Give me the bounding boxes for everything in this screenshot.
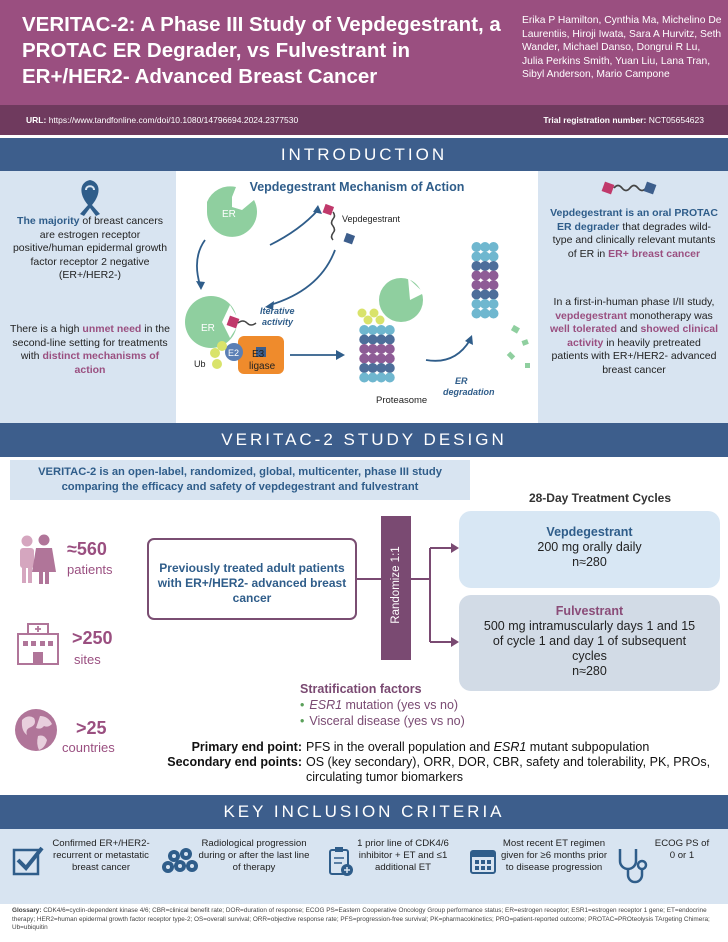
arm1-dose: 200 mg orally daily — [537, 540, 642, 554]
poster-title: VERITAC-2: A Phase III Study of Vepdeges… — [22, 13, 501, 88]
author-list: Erika P Hamilton, Cynthia Ma, Michelino … — [522, 15, 722, 80]
glossary: Glossary: CDK4/6=cyclin-dependent kinase… — [12, 907, 718, 933]
intro-phase1-text: In a first-in-human phase I/II study, ve… — [549, 296, 719, 377]
mechanism-panel — [176, 171, 538, 423]
er-breast-cancer-highlight: ER+ breast cancer — [608, 247, 701, 260]
strat-item: • Visceral disease (yes vs no) — [300, 714, 465, 730]
primary-endpoint-row: Primary end point: PFS in the overall po… — [150, 740, 720, 755]
design-section-header: VERITAC-2 STUDY DESIGN — [0, 423, 728, 457]
header: VERITAC-2: A Phase III Study of Vepdeges… — [0, 0, 728, 105]
strat-item-text: mutation (yes vs no) — [342, 698, 459, 712]
stat-sites-value: >250 — [72, 628, 113, 648]
randomize-label: Randomize 1:1 — [390, 546, 402, 624]
url-label: URL: — [26, 115, 47, 125]
inclusion-section-header: KEY INCLUSION CRITERIA — [0, 795, 728, 829]
trial-label: Trial registration number: — [543, 115, 647, 125]
primary-text-em: ESR1 — [493, 740, 527, 754]
stat-countries-value: >25 — [76, 718, 107, 738]
secondary-endpoint-label: Secondary end points: — [167, 755, 302, 769]
inclusion-item-1: Confirmed ER+/HER2- recurrent or metasta… — [52, 838, 150, 873]
unmet-need-highlight: unmet need — [82, 323, 142, 335]
arrowhead-icon — [451, 543, 459, 553]
secondary-endpoint-row: Secondary end points: OS (key secondary)… — [150, 755, 720, 785]
trial-registration: Trial registration number: NCT05654623 — [543, 115, 704, 125]
url-bar: URL: https://www.tandfonline.com/doi/10.… — [0, 105, 728, 135]
arm2-n: n≈280 — [572, 664, 607, 678]
clinical-activity-highlight: showed clinical activity — [567, 323, 719, 349]
stratification-title: Stratification factors — [300, 682, 422, 696]
globe-icon — [15, 709, 57, 751]
inclusion-background — [0, 829, 728, 904]
well-tolerated-highlight: well tolerated — [549, 323, 618, 335]
unmet-text-b: in the second-line setting for treatment… — [12, 323, 170, 362]
mechanism-title: Vepdegestrant Mechanism of Action — [249, 180, 465, 194]
url-link[interactable]: https://www.tandfonline.com/doi/10.1080/… — [48, 115, 299, 125]
protac-highlight: Vepdegestrant is an oral PROTAC ER degra… — [550, 207, 718, 233]
arm2-name: Fulvestrant — [555, 604, 624, 618]
majority-body: of breast cancers are estrogen receptor … — [12, 215, 168, 281]
strat-item-em: ESR1 — [309, 698, 343, 712]
phase1-vep-highlight: vepdegestrant — [555, 309, 627, 322]
url-line: URL: https://www.tandfonline.com/doi/10.… — [26, 115, 298, 125]
inclusion-item-3: 1 prior line of CDK4/6 inhibitor + ET an… — [357, 838, 449, 873]
protac-body: that degrades wild-type and clinically r… — [552, 220, 716, 260]
inclusion-item-4: Most recent ET regimen given for ≥6 mont… — [500, 838, 608, 873]
majority-highlight: The majority — [17, 215, 80, 227]
inclusion-item-2: Radiological progression during or after… — [198, 838, 310, 873]
stratification-list: • ESR1 mutation (yes vs no) • Visceral dis… — [300, 698, 465, 729]
stat-countries-label: countries — [62, 740, 115, 755]
patients-icon — [20, 534, 56, 584]
primary-endpoint-label: Primary end point: — [191, 740, 302, 754]
randomize-bar — [381, 516, 411, 660]
arm1-name: Vepdegestrant — [546, 525, 633, 539]
intro-protac-text: Vepdegestrant is an oral PROTAC ER degra… — [549, 207, 719, 261]
arm1-n: n≈280 — [572, 555, 607, 569]
primary-text-b: mutant subpopulation — [529, 740, 650, 754]
glossary-label: Glossary: — [12, 907, 42, 914]
distinct-mechanisms-highlight: distinct mechanisms of action — [42, 350, 160, 376]
unmet-text-a: There is a high — [10, 323, 80, 335]
arm-vepdegestrant: Vepdegestrant 200 mg orally daily n≈280 — [459, 511, 720, 588]
stat-patients-value: ≈560 — [67, 539, 107, 559]
intro-unmet-need-text: There is a high unmet need in the second… — [10, 323, 170, 377]
hospital-icon — [17, 623, 59, 665]
bullet-icon: • — [300, 713, 305, 728]
arm2-dose: 500 mg intramuscularly days 1 and 15 of … — [483, 619, 696, 663]
glossary-text: CDK4/6=cyclin-dependent kinase 4/6; CBR=… — [12, 907, 710, 931]
phase1-text-c: and — [619, 323, 638, 335]
secondary-endpoint-value: OS (key secondary), ORR, DOR, CBR, safet… — [306, 755, 711, 784]
strat-item-text: Visceral disease (yes vs no) — [309, 713, 465, 728]
intro-majority-text: The majority of breast cancers are estro… — [10, 215, 170, 283]
population-box: Previously treated adult patients with E… — [147, 538, 357, 620]
arm-fulvestrant: Fulvestrant 500 mg intramuscularly days … — [459, 595, 720, 691]
phase1-text-b: monotherapy was — [629, 309, 713, 322]
trial-number: NCT05654623 — [648, 115, 704, 125]
inclusion-item-5: ECOG PS of 0 or 1 — [654, 838, 710, 861]
arrowhead-icon — [451, 637, 459, 647]
stat-sites-label: sites — [74, 652, 101, 667]
phase1-text-d: in heavily pretreated patients with ER+/… — [551, 336, 717, 376]
primary-text-a: PFS in the overall population and — [306, 740, 491, 754]
bullet-icon: • — [300, 698, 305, 712]
intro-section-header: INTRODUCTION — [0, 138, 728, 172]
design-banner: VERITAC-2 is an open-label, randomized, … — [10, 460, 470, 500]
phase1-text-a: In a first-in-human phase I/II study, — [553, 296, 715, 308]
cycles-title: 28-Day Treatment Cycles — [528, 491, 672, 505]
primary-endpoint-value: PFS in the overall population and ESR1 m… — [306, 740, 720, 755]
endpoints: Primary end point: PFS in the overall po… — [150, 740, 720, 785]
strat-item: • ESR1 mutation (yes vs no) — [300, 698, 465, 714]
stat-patients-label: patients — [67, 562, 113, 577]
